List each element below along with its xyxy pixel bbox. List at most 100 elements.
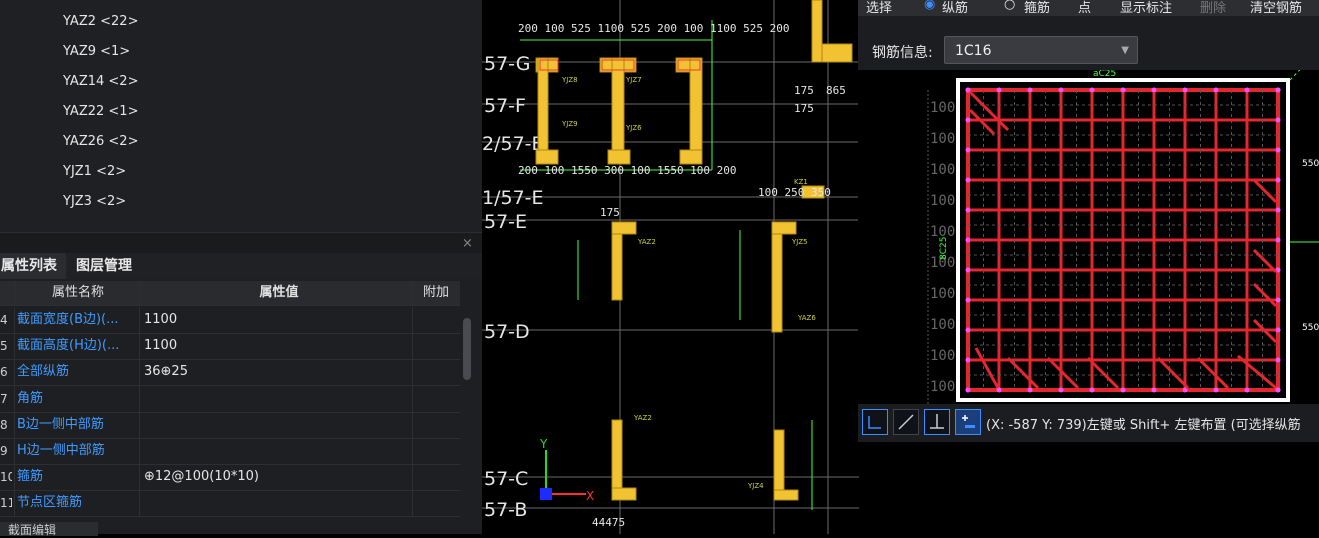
rebar-point[interactable] bbox=[965, 267, 971, 273]
property-name[interactable]: B边一侧中部筋 bbox=[14, 411, 139, 438]
grid-scrollbar[interactable] bbox=[463, 318, 471, 380]
property-value[interactable] bbox=[139, 438, 414, 464]
rebar-point[interactable] bbox=[965, 147, 971, 153]
property-value[interactable] bbox=[139, 385, 414, 412]
select-button[interactable]: 选择 bbox=[866, 1, 893, 16]
rebar-point[interactable] bbox=[965, 87, 971, 93]
property-value[interactable]: 1100 bbox=[139, 307, 414, 333]
rebar-point[interactable] bbox=[1275, 297, 1281, 303]
rebar-point[interactable] bbox=[965, 297, 971, 303]
rebar-point[interactable] bbox=[965, 237, 971, 243]
property-name[interactable]: 全部纵筋 bbox=[14, 359, 139, 386]
property-value[interactable]: 36⊕25 bbox=[139, 359, 414, 386]
tree-item[interactable]: YJZ3 <2> bbox=[63, 194, 127, 209]
draw-line-icon[interactable] bbox=[893, 409, 919, 435]
property-value[interactable]: 1100 bbox=[139, 333, 414, 360]
hatch-stroke bbox=[1252, 178, 1278, 204]
tree-item[interactable]: YAZ2 <22> bbox=[63, 14, 139, 29]
tree-item[interactable]: YAZ9 <1> bbox=[63, 44, 131, 59]
rebar-point[interactable] bbox=[1120, 387, 1126, 393]
dimension-text: 175 bbox=[794, 84, 814, 97]
tree-item[interactable]: YAZ26 <2> bbox=[63, 134, 139, 149]
tab-property-list[interactable]: 属性列表 bbox=[0, 253, 66, 279]
panel-splitter[interactable] bbox=[0, 232, 482, 253]
rebar-point[interactable] bbox=[965, 117, 971, 123]
rebar-point[interactable] bbox=[1089, 87, 1095, 93]
tree-item[interactable]: YAZ22 <1> bbox=[63, 104, 139, 119]
property-name[interactable]: H边一侧中部筋 bbox=[14, 438, 139, 464]
show-label-button[interactable]: 显示标注 bbox=[1120, 1, 1173, 16]
rebar-point[interactable] bbox=[1058, 387, 1064, 393]
draw-perpendicular-icon[interactable] bbox=[924, 409, 950, 435]
radio-stirrup-label[interactable]: 箍筋 bbox=[1024, 1, 1051, 16]
rebar-point[interactable] bbox=[965, 387, 971, 393]
rebar-point[interactable] bbox=[1089, 387, 1095, 393]
delete-button[interactable]: 删除 bbox=[1200, 1, 1227, 16]
rebar-point[interactable] bbox=[1275, 387, 1281, 393]
rebar-point[interactable] bbox=[1151, 87, 1157, 93]
rebar-point[interactable] bbox=[996, 87, 1002, 93]
dimension-top: aC25 bbox=[1093, 70, 1116, 79]
rebar-point[interactable] bbox=[1275, 207, 1281, 213]
rebar-point[interactable] bbox=[1275, 87, 1281, 93]
radio-longitudinal-icon[interactable]: ◉ bbox=[924, 0, 936, 12]
property-name[interactable]: 截面宽度(B边)(... bbox=[14, 307, 139, 333]
property-value[interactable]: ⊕12@100(10*10) bbox=[139, 464, 414, 491]
rebar-point[interactable] bbox=[1275, 237, 1281, 243]
rebar-point[interactable] bbox=[1275, 327, 1281, 333]
property-value[interactable] bbox=[139, 411, 414, 438]
rebar-point[interactable] bbox=[1027, 87, 1033, 93]
tree-item[interactable]: YJZ1 <2> bbox=[63, 164, 127, 179]
point-dropdown[interactable]: 点 bbox=[1078, 1, 1092, 16]
tree-item[interactable]: YAZ14 <2> bbox=[63, 74, 139, 89]
rebar-point[interactable] bbox=[1027, 387, 1033, 393]
rebar-point[interactable] bbox=[1213, 87, 1219, 93]
rebar-point[interactable] bbox=[1275, 357, 1281, 363]
rebar-point[interactable] bbox=[965, 327, 971, 333]
rebar-point[interactable] bbox=[1120, 87, 1126, 93]
property-value[interactable] bbox=[139, 490, 414, 517]
property-name[interactable]: 角筋 bbox=[14, 385, 139, 412]
hatch-stroke bbox=[1046, 356, 1080, 390]
cad-canvas[interactable]: 57-G 57-F 2/57-E 1/57-E 57-E 57-D 57-C 5… bbox=[482, 0, 859, 534]
property-name[interactable]: 箍筋 bbox=[14, 464, 139, 491]
rebar-point[interactable] bbox=[1182, 387, 1188, 393]
rebar-point[interactable] bbox=[965, 357, 971, 363]
rebar-point[interactable] bbox=[965, 177, 971, 183]
rebar-point[interactable] bbox=[1275, 117, 1281, 123]
rebar-point[interactable] bbox=[1058, 87, 1064, 93]
radio-longitudinal-label[interactable]: 纵筋 bbox=[942, 1, 969, 16]
rebar-point[interactable] bbox=[1244, 87, 1250, 93]
axis-label: 57-B bbox=[484, 499, 527, 521]
rebar-point[interactable] bbox=[1182, 87, 1188, 93]
radio-stirrup-icon[interactable]: ○ bbox=[1004, 0, 1016, 12]
clear-rebar-button[interactable]: 清空钢筋 bbox=[1250, 1, 1303, 16]
rebar-point[interactable] bbox=[1275, 177, 1281, 183]
property-name[interactable]: 截面高度(H边)(... bbox=[14, 333, 139, 360]
draw-corner-icon[interactable] bbox=[862, 409, 888, 435]
rebar-point[interactable] bbox=[1275, 147, 1281, 153]
rebar-point[interactable] bbox=[1151, 387, 1157, 393]
tab-layer-manager[interactable]: 图层管理 bbox=[76, 258, 132, 274]
draw-add-icon[interactable] bbox=[955, 409, 981, 435]
rebar-info-select[interactable]: 1C16 ▼ bbox=[944, 36, 1138, 64]
tab-section-edit[interactable]: 截面编辑 bbox=[0, 522, 98, 536]
property-name[interactable]: 节点区箍筋 bbox=[14, 490, 139, 517]
rebar-point[interactable] bbox=[996, 387, 1002, 393]
editor-toolbar: 选择 ◉ 纵筋 ○ 箍筋 点 显示标注 删除 清空钢筋 bbox=[858, 0, 1319, 16]
close-icon[interactable]: × bbox=[462, 236, 473, 251]
left-dimension: 100 bbox=[930, 255, 955, 271]
rebar-point[interactable] bbox=[1213, 387, 1219, 393]
rebar-point[interactable] bbox=[965, 207, 971, 213]
hatch-stroke bbox=[1156, 356, 1190, 390]
rebar-point[interactable] bbox=[1244, 387, 1250, 393]
